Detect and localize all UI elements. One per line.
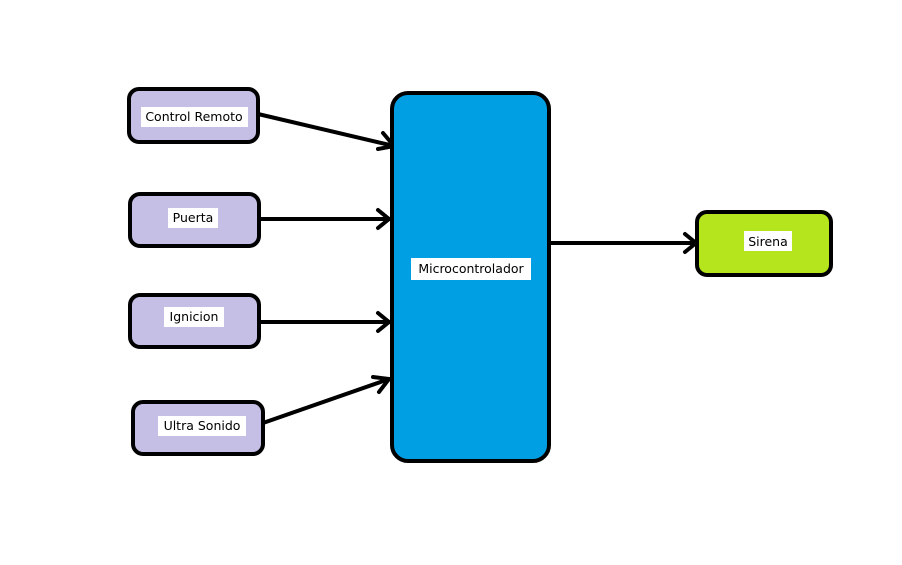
node-ultra-sonido: Ultra Sonido (131, 400, 265, 456)
node-label-control-remoto: Control Remoto (145, 109, 242, 124)
node-puerta: Puerta (128, 192, 261, 248)
node-ignicion: Ignicion (128, 293, 261, 349)
arrow-microcontrolador-to-sirena (548, 232, 698, 254)
arrow-control-remoto-to-microcontrolador (256, 112, 396, 151)
node-label-sirena: Sirena (748, 234, 788, 249)
node-label-bg (168, 208, 218, 228)
arrow-ignicion-to-microcontrolador (257, 311, 391, 333)
node-label-bg (158, 416, 246, 436)
node-microcontrolador: Microcontrolador (390, 91, 551, 463)
node-label-bg (141, 107, 248, 127)
node-label-bg (164, 307, 224, 327)
arrow-ultra-sonido-to-microcontrolador (261, 375, 391, 425)
arrow-puerta-to-microcontrolador (257, 208, 391, 230)
node-label-ultra-sonido: Ultra Sonido (164, 418, 241, 433)
node-label-bg (744, 231, 792, 251)
node-label-microcontrolador: Microcontrolador (418, 261, 524, 276)
node-label-bg (411, 258, 531, 280)
node-label-ignicion: Ignicion (170, 309, 219, 324)
connectors (256, 112, 698, 425)
node-sirena: Sirena (695, 210, 833, 277)
node-label-puerta: Puerta (173, 210, 214, 225)
node-control-remoto: Control Remoto (127, 87, 260, 144)
